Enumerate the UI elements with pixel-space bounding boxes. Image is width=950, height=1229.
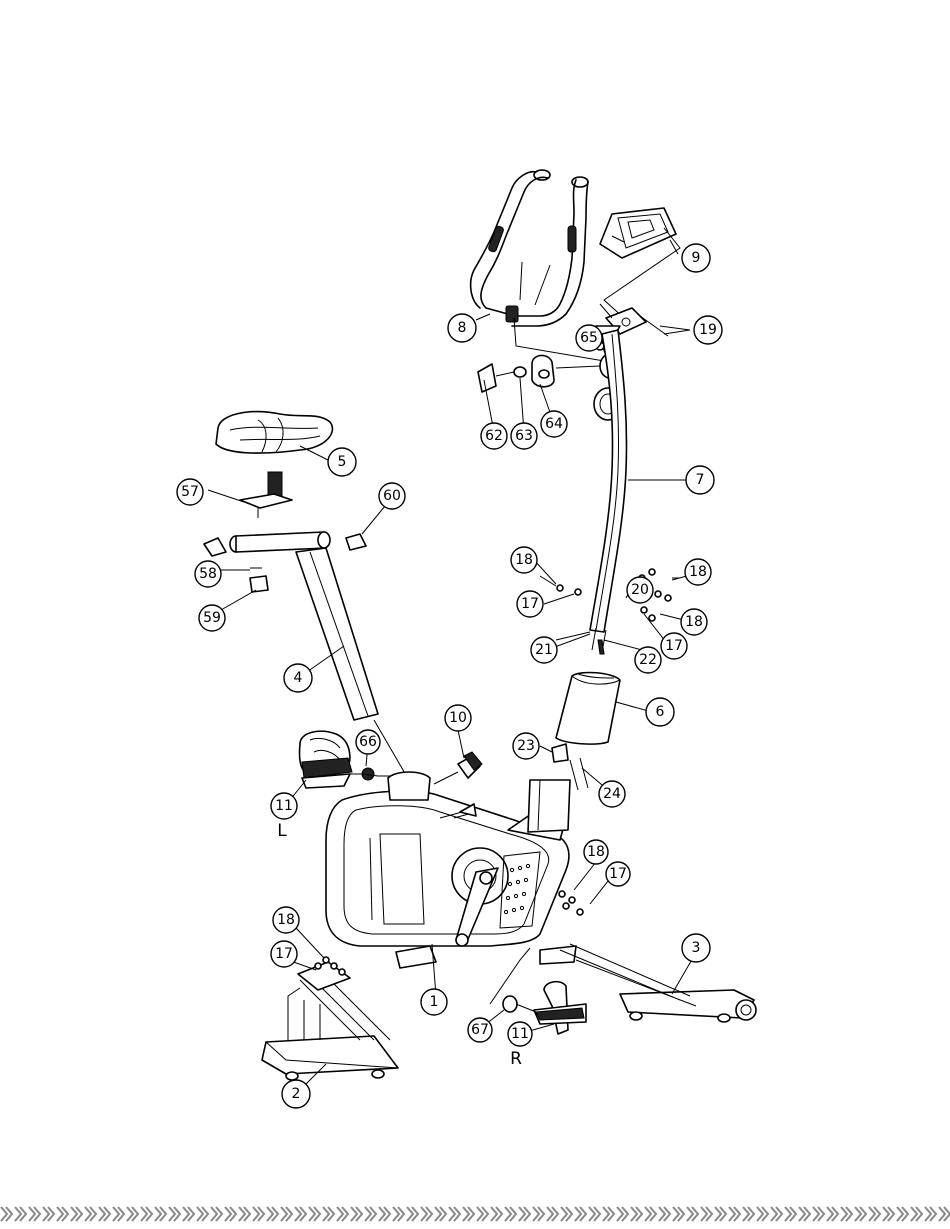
svg-text:11: 11	[275, 798, 293, 814]
callout-1: 1	[421, 989, 447, 1015]
decorative-border-strip	[0, 1203, 950, 1225]
svg-text:23: 23	[517, 738, 535, 754]
callout-17: 17	[271, 941, 297, 967]
svg-text:58: 58	[199, 566, 217, 582]
seat-part	[216, 412, 332, 502]
svg-text:63: 63	[515, 428, 533, 444]
svg-text:19: 19	[699, 322, 717, 338]
callout-6: 6	[646, 698, 674, 726]
svg-text:5: 5	[338, 454, 347, 470]
svg-text:18: 18	[515, 552, 533, 568]
callout-24: 24	[599, 781, 625, 807]
svg-text:9: 9	[692, 250, 701, 266]
svg-text:18: 18	[689, 564, 707, 580]
post-cover-part	[556, 673, 620, 745]
callout-63: 63	[511, 423, 537, 449]
callout-9: 9	[682, 244, 710, 272]
main-frame-part	[326, 772, 576, 968]
callout-18: 18	[273, 907, 299, 933]
svg-text:65: 65	[580, 330, 598, 346]
svg-text:64: 64	[545, 416, 563, 432]
svg-text:2: 2	[292, 1086, 301, 1102]
svg-text:18: 18	[277, 912, 295, 928]
svg-text:57: 57	[181, 484, 199, 500]
svg-text:18: 18	[587, 844, 605, 860]
callout-59: 59	[199, 605, 225, 631]
svg-text:6: 6	[656, 704, 665, 720]
svg-text:60: 60	[383, 488, 401, 504]
svg-text:22: 22	[639, 652, 657, 668]
svg-text:59: 59	[203, 610, 221, 626]
right-side-label: R	[510, 1049, 522, 1069]
callout-11-left: 11	[271, 793, 297, 819]
svg-text:7: 7	[696, 472, 705, 488]
svg-text:8: 8	[458, 320, 467, 336]
callout-22: 22	[635, 647, 661, 673]
callout-17: 17	[517, 591, 543, 617]
left-side-label: L	[277, 821, 287, 841]
svg-text:17: 17	[609, 866, 627, 882]
callout-58: 58	[195, 561, 221, 587]
svg-text:3: 3	[692, 940, 701, 956]
front-post-part	[590, 330, 627, 654]
console-part	[600, 208, 680, 318]
callout-17: 17	[606, 862, 630, 886]
callout-17: 17	[661, 633, 687, 659]
callout-8: 8	[448, 314, 476, 342]
svg-text:67: 67	[471, 1022, 489, 1038]
callout-18: 18	[685, 559, 711, 585]
callout-19: 19	[694, 316, 722, 344]
handlebar-clamp-part	[478, 354, 622, 420]
callout-18: 18	[584, 840, 608, 864]
callout-57: 57	[177, 479, 203, 505]
svg-text:10: 10	[449, 710, 467, 726]
callout-18: 18	[511, 547, 537, 573]
rear-stabilizer-part	[560, 944, 756, 1022]
callout-10: 10	[445, 705, 471, 731]
callout-60: 60	[379, 483, 405, 509]
callout-2: 2	[282, 1080, 310, 1108]
callout-7: 7	[686, 466, 714, 494]
svg-text:1: 1	[430, 994, 439, 1010]
tension-knob-part	[434, 752, 482, 784]
svg-text:18: 18	[685, 614, 703, 630]
callout-64: 64	[541, 411, 567, 437]
svg-text:20: 20	[631, 582, 649, 598]
callout-21: 21	[531, 637, 557, 663]
callout-62: 62	[481, 423, 507, 449]
callout-65: 65	[576, 325, 602, 351]
svg-text:17: 17	[275, 946, 293, 962]
callout-5: 5	[328, 448, 356, 476]
callout-3: 3	[682, 934, 710, 962]
svg-text:17: 17	[665, 638, 683, 654]
callout-66: 66	[356, 730, 380, 754]
front-stabilizer-part	[262, 962, 398, 1080]
svg-text:17: 17	[521, 596, 539, 612]
callout-67: 67	[468, 1018, 492, 1042]
svg-text:24: 24	[603, 786, 621, 802]
svg-text:62: 62	[485, 428, 503, 444]
svg-text:4: 4	[294, 670, 303, 686]
callout-11-right: 11	[508, 1022, 532, 1046]
callout-18: 18	[681, 609, 707, 635]
svg-text:66: 66	[359, 734, 377, 750]
svg-text:21: 21	[535, 642, 553, 658]
callout-23: 23	[513, 733, 539, 759]
svg-text:11: 11	[511, 1026, 529, 1042]
seat-slider-part	[204, 494, 366, 592]
callout-4: 4	[284, 664, 312, 692]
callout-20: 20	[627, 577, 653, 603]
